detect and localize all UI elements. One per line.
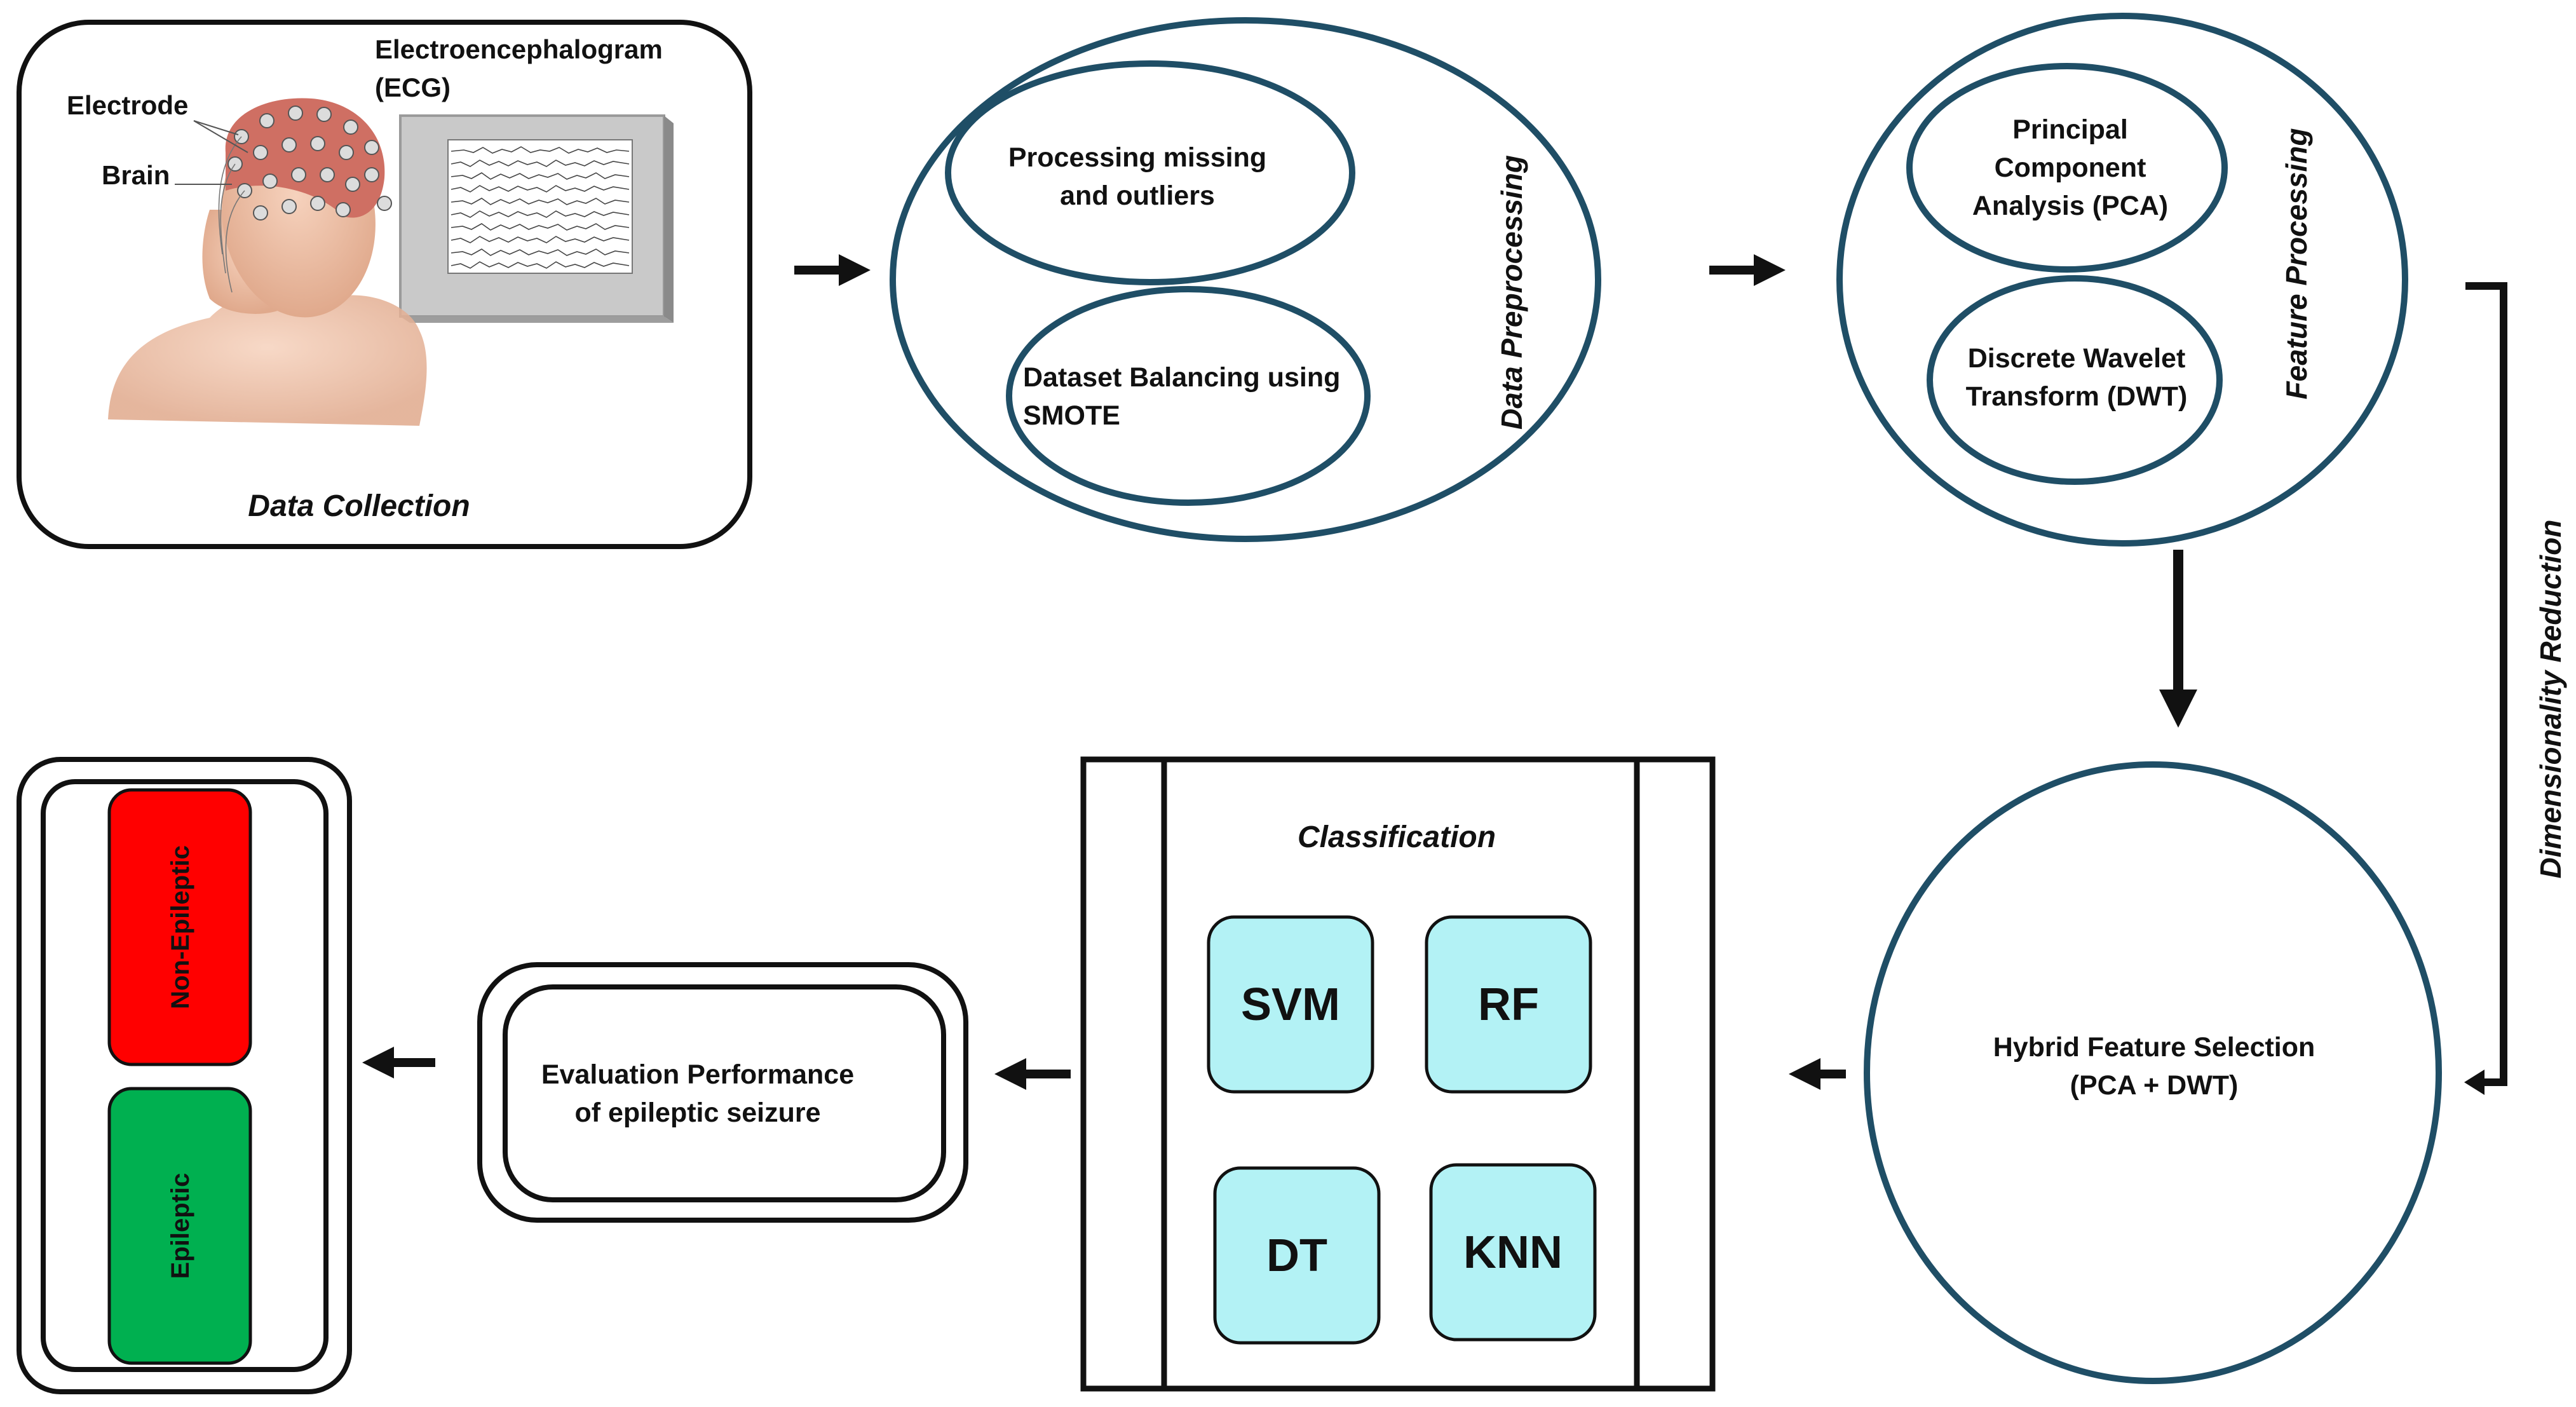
dwt-ellipse — [1927, 275, 2223, 485]
dimensionality-reduction-label: Dimensionality Reduction — [2534, 520, 2567, 879]
output-group: Non-Epileptic Epileptic — [17, 757, 352, 1394]
rf-box — [1425, 915, 1592, 1094]
smote-line1: Dataset Balancing using — [1023, 362, 1340, 393]
brain-label: Brain — [102, 160, 170, 190]
dwt-line1: Discrete Wavelet — [1968, 343, 2186, 374]
data-preprocessing-group: Processing missing and outliers Dataset … — [890, 17, 1601, 542]
smote-ellipse — [1006, 286, 1371, 506]
missing-outliers-ellipse — [945, 60, 1355, 285]
arrow-to-hybrid — [2159, 550, 2197, 728]
ecg-label-line1: Electroencephalogram — [375, 34, 663, 64]
epileptic-box — [107, 1087, 252, 1365]
data-collection-caption: Data Collection — [248, 489, 470, 523]
non-epileptic-box — [107, 788, 252, 1066]
hybrid-line1: Hybrid Feature Selection — [1993, 1032, 2315, 1063]
pca-line3: Analysis (PCA) — [1972, 191, 2168, 221]
hybrid-ellipse — [1864, 761, 2442, 1384]
pca-line1: Principal — [2012, 114, 2128, 145]
feature-processing-title: Feature Processing — [2280, 128, 2313, 400]
classification-group: Classification SVM RF DT KNN — [1080, 756, 1716, 1392]
knn-box — [1429, 1163, 1597, 1342]
evaluation-group: Evaluation Performance of epileptic seiz… — [477, 962, 968, 1223]
arrow-to-classification — [1789, 1058, 1846, 1090]
rf-label: RF — [1478, 979, 1539, 1030]
missing-outliers-line2: and outliers — [1060, 180, 1215, 211]
evaluation-line2: of epileptic seizure — [574, 1098, 820, 1128]
evaluation-line1: Evaluation Performance — [541, 1059, 854, 1090]
pca-ellipse — [1906, 63, 2228, 273]
evaluation-inner-box — [503, 984, 946, 1202]
smote-line2: SMOTE — [1023, 400, 1120, 431]
svm-box — [1207, 915, 1374, 1094]
hybrid-feature-selection-group: Hybrid Feature Selection (PCA + DWT) — [1864, 761, 2442, 1384]
arrow-to-feature-processing — [1709, 254, 1786, 286]
feature-processing-group: Principal Component Analysis (PCA) Discr… — [1836, 13, 2408, 547]
non-epileptic-label: Non-Epileptic — [166, 845, 194, 1009]
knn-label: KNN — [1463, 1227, 1563, 1278]
arrow-to-evaluation — [994, 1058, 1071, 1090]
dimensionality-reduction-connector: Dimensionality Reduction — [2464, 282, 2567, 1095]
classification-box — [1080, 756, 1716, 1392]
data-preprocessing-title: Data Preprocessing — [1495, 155, 1528, 430]
missing-outliers-line1: Processing missing — [1008, 142, 1266, 173]
data-collection-panel: Electrode Brain Electroencephalogram (EC… — [17, 20, 752, 549]
arrow-to-output — [362, 1047, 435, 1078]
arrow-to-preprocessing — [794, 254, 871, 286]
hybrid-line2: (PCA + DWT) — [2070, 1070, 2239, 1101]
ecg-label-line2: (ECG) — [375, 72, 451, 102]
feature-processing-ellipse — [1836, 13, 2408, 547]
pca-line2: Component — [1995, 153, 2146, 183]
dt-label: DT — [1266, 1230, 1327, 1281]
electrode-label: Electrode — [67, 90, 188, 120]
svm-label: SVM — [1241, 979, 1340, 1030]
ecg-monitor-image — [399, 114, 674, 323]
dwt-line2: Transform (DWT) — [1966, 381, 2188, 412]
classification-title: Classification — [1298, 820, 1496, 854]
data-preprocessing-ellipse — [890, 17, 1601, 542]
epileptic-label: Epileptic — [166, 1173, 194, 1279]
dt-box — [1213, 1166, 1381, 1345]
brain-electrode-image — [108, 98, 427, 426]
